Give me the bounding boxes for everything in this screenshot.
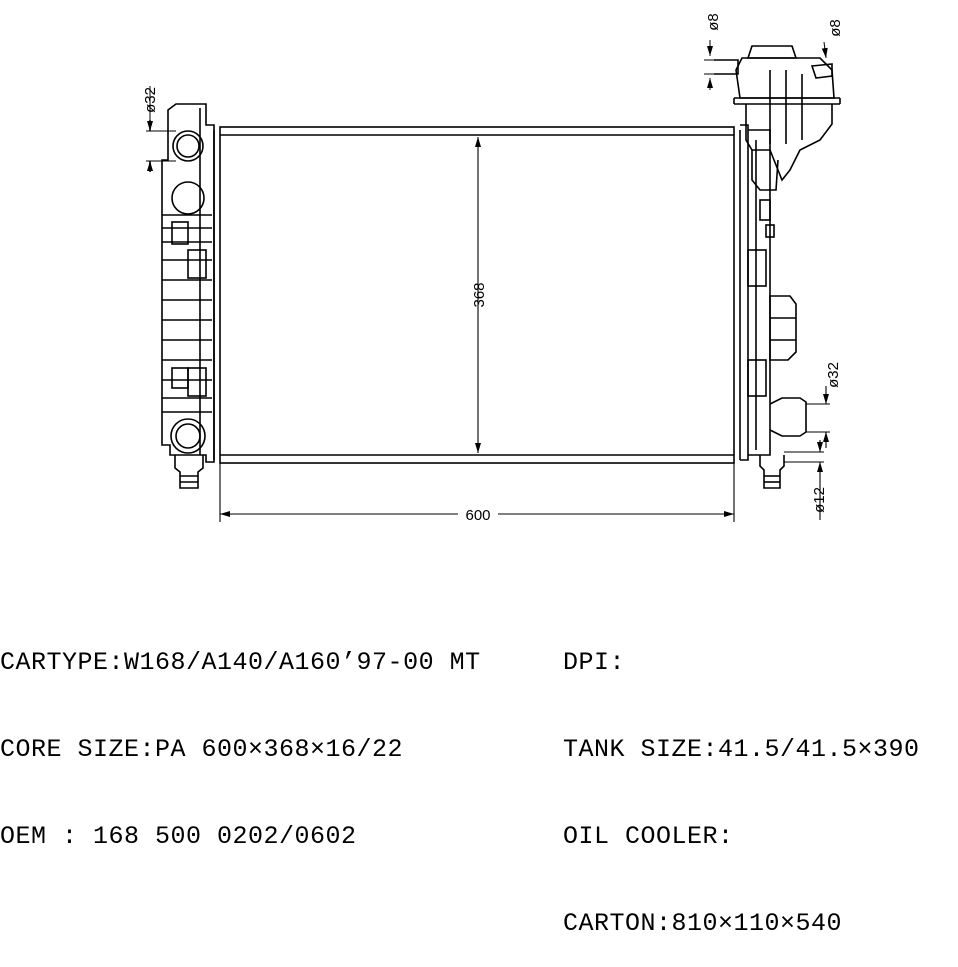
outlet-pipe-left: [170, 418, 206, 454]
inlet-diameter-label: ø32: [142, 87, 159, 113]
tank-cap: [746, 45, 798, 59]
radiator-technical-drawing: 600 368 ø32 ø8 ø8 ø32 ø12: [142, 13, 844, 524]
spec-block-left: CARTYPE:W168/A140/A160’97-00 MT CORE SIZ…: [0, 590, 481, 880]
outlet-diameter-label: ø32: [825, 362, 842, 388]
spec-oil-cooler: OIL COOLER:: [563, 822, 734, 851]
spec-core-size: CORE SIZE:PA 600×368×16/22: [0, 735, 404, 764]
tank-hose-2-label: ø8: [827, 19, 844, 37]
height-label: 368: [471, 282, 488, 307]
oil-cooler-box: [769, 295, 797, 361]
tank-hose-fitting-2: [810, 63, 833, 79]
tank-hose-fitting-1: [714, 59, 739, 75]
left-tank: [146, 86, 215, 489]
drain-diameter-label: ø12: [811, 487, 828, 513]
inlet-pipe-left: [172, 130, 204, 162]
spec-tank-size: TANK SIZE:41.5/41.5×390: [563, 735, 920, 764]
drain-plug: [759, 455, 785, 489]
spec-dpi: DPI:: [563, 648, 626, 677]
spec-cartype: CARTYPE:W168/A140/A160’97-00 MT: [0, 648, 481, 677]
spec-oem: OEM : 168 500 0202/0602: [0, 822, 357, 851]
spec-block-right: DPI: TANK SIZE:41.5/41.5×390 OIL COOLER:…: [563, 590, 920, 967]
outlet-pipe-right: [769, 397, 807, 437]
left-tank-ribs: [162, 214, 212, 413]
tank-hose-1-label: ø8: [705, 13, 722, 31]
expansion-tank: [704, 40, 841, 191]
right-tank: [740, 124, 830, 489]
spec-carton: CARTON:810×110×540: [563, 909, 843, 938]
width-label: 600: [465, 507, 490, 524]
